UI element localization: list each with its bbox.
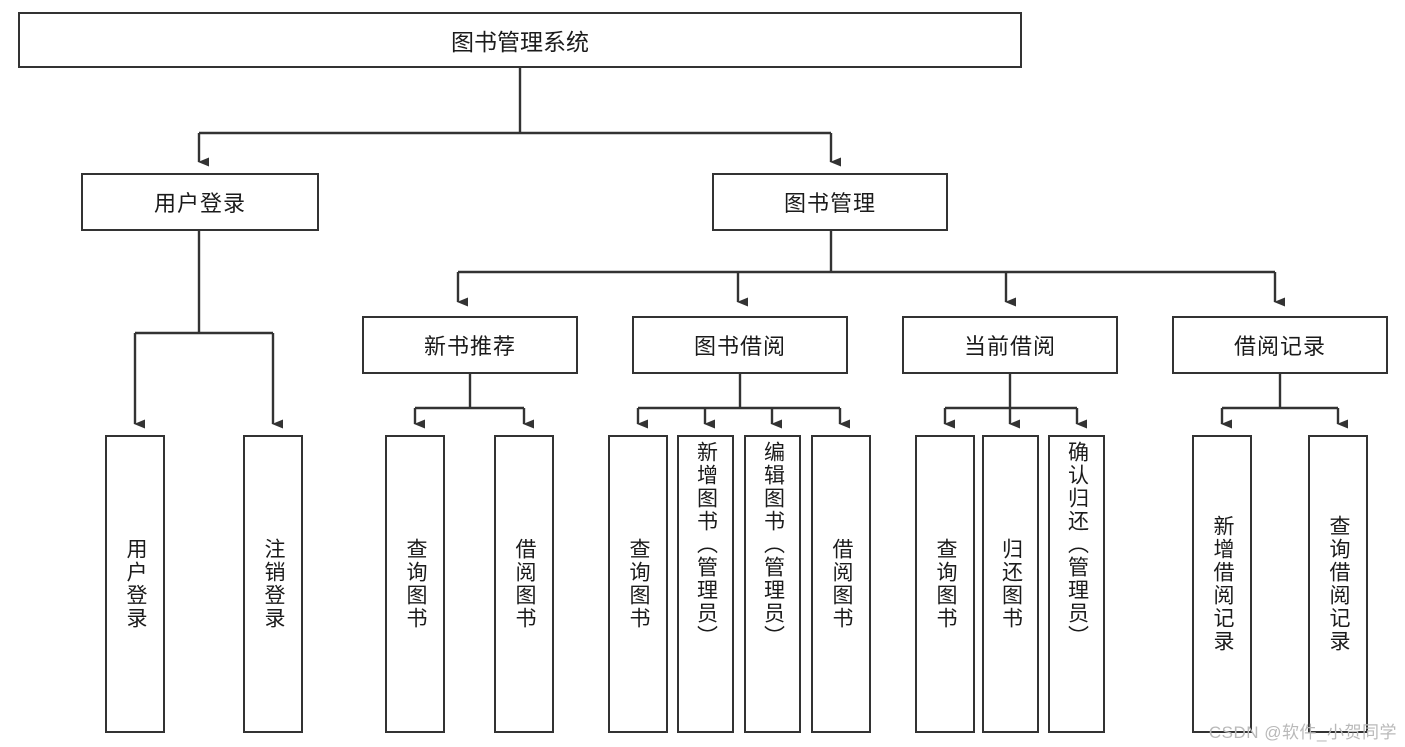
node-user-login[interactable]: 用户登录 xyxy=(81,173,319,231)
leaf-borrow-book-2-label: 借阅图书 xyxy=(829,538,853,630)
leaf-query-book-2-label: 查询图书 xyxy=(626,538,650,630)
leaf-add-record[interactable]: 新增借阅记录 xyxy=(1192,435,1252,733)
leaf-borrow-book-1[interactable]: 借阅图书 xyxy=(494,435,554,733)
leaf-add-record-label: 新增借阅记录 xyxy=(1210,515,1234,653)
leaf-query-book-2[interactable]: 查询图书 xyxy=(608,435,668,733)
leaf-logout[interactable]: 注销登录 xyxy=(243,435,303,733)
node-current-borrow-label: 当前借阅 xyxy=(963,334,1056,359)
leaf-confirm-return[interactable]: 确认归还（管理员） xyxy=(1048,435,1105,733)
leaf-edit-book[interactable]: 编辑图书（管理员） xyxy=(744,435,801,733)
leaf-query-book-1[interactable]: 查询图书 xyxy=(385,435,445,733)
watermark: CSDN @软件_小贺同学 xyxy=(1208,723,1397,742)
node-root[interactable]: 图书管理系统 xyxy=(18,12,1022,68)
leaf-query-record[interactable]: 查询借阅记录 xyxy=(1308,435,1368,733)
node-new-book-rec[interactable]: 新书推荐 xyxy=(362,316,578,374)
leaf-user-login-label: 用户登录 xyxy=(123,538,147,630)
node-book-manage-label: 图书管理 xyxy=(783,191,876,216)
node-borrow-record[interactable]: 借阅记录 xyxy=(1172,316,1388,374)
leaf-query-book-1-label: 查询图书 xyxy=(403,538,427,630)
node-user-login-label: 用户登录 xyxy=(153,191,246,216)
leaf-borrow-book-1-label: 借阅图书 xyxy=(512,538,536,630)
leaf-add-book[interactable]: 新增图书（管理员） xyxy=(677,435,734,733)
node-root-label: 图书管理系统 xyxy=(451,29,589,55)
node-current-borrow[interactable]: 当前借阅 xyxy=(902,316,1118,374)
leaf-return-book-label: 归还图书 xyxy=(999,538,1023,630)
node-borrow-record-label: 借阅记录 xyxy=(1233,334,1326,359)
leaf-add-book-label: 新增图书（管理员） xyxy=(694,441,718,648)
leaf-logout-label: 注销登录 xyxy=(261,538,285,630)
leaf-confirm-return-label: 确认归还（管理员） xyxy=(1065,441,1089,648)
leaf-borrow-book-2[interactable]: 借阅图书 xyxy=(811,435,871,733)
leaf-edit-book-label: 编辑图书（管理员） xyxy=(761,441,785,648)
node-book-borrow[interactable]: 图书借阅 xyxy=(632,316,848,374)
leaf-query-record-label: 查询借阅记录 xyxy=(1326,515,1350,653)
node-book-borrow-label: 图书借阅 xyxy=(693,334,786,359)
leaf-query-book-3[interactable]: 查询图书 xyxy=(915,435,975,733)
leaf-query-book-3-label: 查询图书 xyxy=(933,538,957,630)
node-book-manage[interactable]: 图书管理 xyxy=(712,173,948,231)
leaf-return-book[interactable]: 归还图书 xyxy=(982,435,1039,733)
leaf-user-login[interactable]: 用户登录 xyxy=(105,435,165,733)
node-new-book-rec-label: 新书推荐 xyxy=(423,334,516,359)
